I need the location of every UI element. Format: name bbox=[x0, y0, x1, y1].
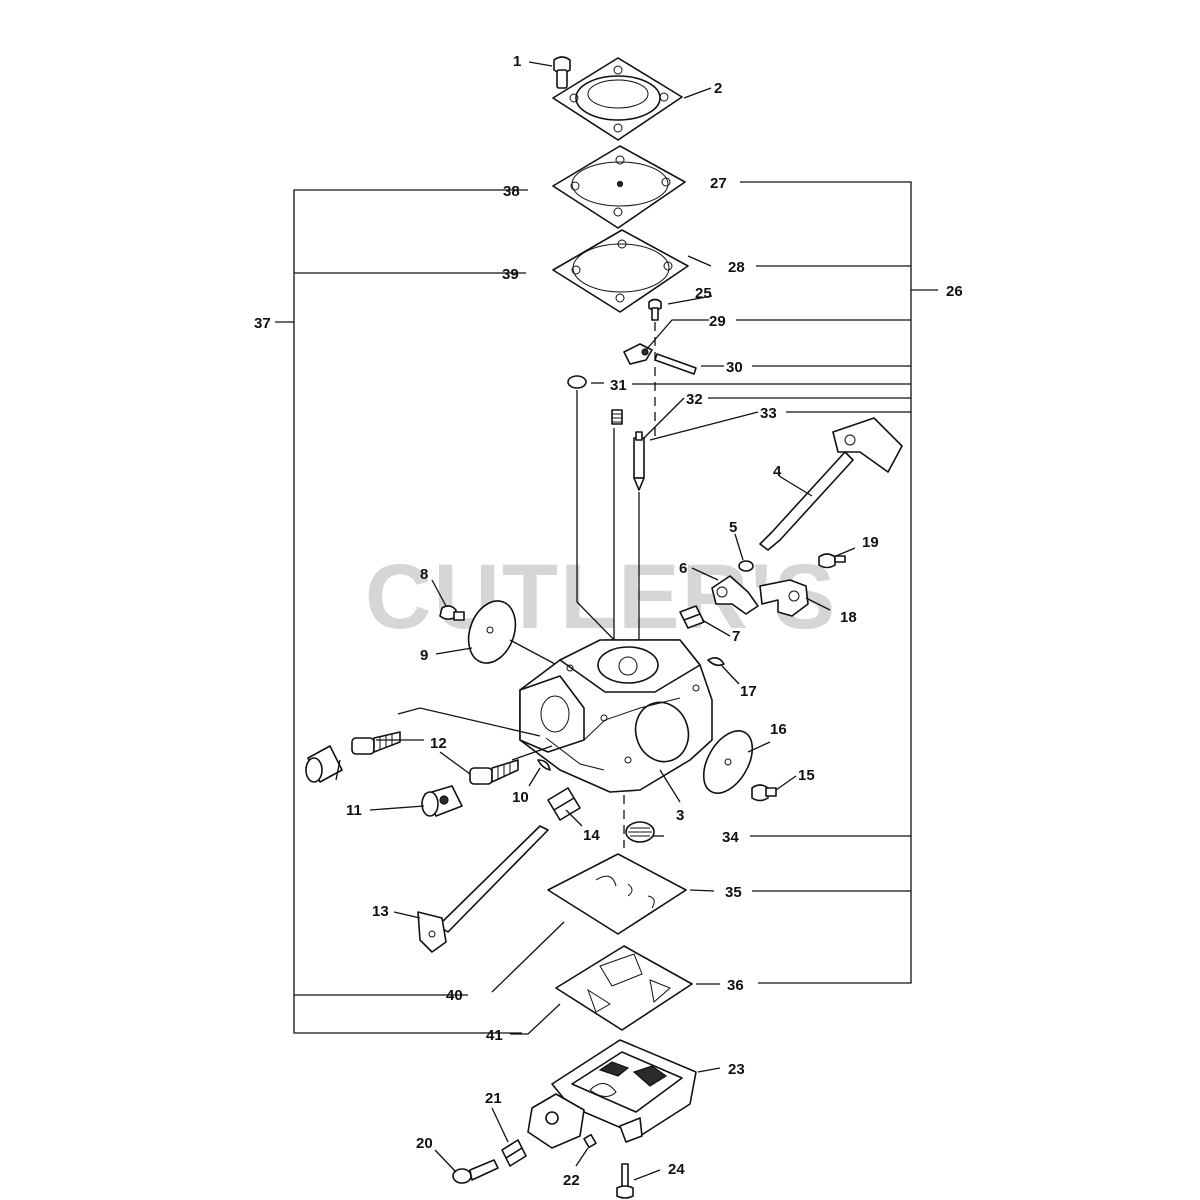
callout-7: 7 bbox=[732, 628, 740, 645]
metering-cover-part-23 bbox=[527, 1039, 697, 1149]
callout-2: 2 bbox=[714, 80, 722, 97]
callout-33: 33 bbox=[760, 405, 777, 422]
throttle-shaft-part-13 bbox=[417, 825, 549, 953]
callout-16: 16 bbox=[770, 721, 787, 738]
lever-pin-part-30 bbox=[654, 353, 697, 375]
choke-shaft-part-4 bbox=[759, 417, 903, 551]
inlet-needle-part-33 bbox=[633, 431, 645, 491]
callout-15: 15 bbox=[798, 767, 815, 784]
screw-part-19 bbox=[818, 553, 846, 569]
callout-34: 34 bbox=[722, 829, 739, 846]
callout-27: 27 bbox=[710, 175, 727, 192]
spring-part-7 bbox=[679, 605, 705, 629]
screw-part-25 bbox=[648, 298, 662, 321]
spring-part-14 bbox=[547, 787, 581, 821]
watermark-text: CUTLER'S bbox=[365, 546, 837, 648]
screw-part-8 bbox=[439, 605, 465, 621]
callout-24: 24 bbox=[668, 1161, 685, 1178]
callout-17: 17 bbox=[740, 683, 757, 700]
callout-29: 29 bbox=[709, 313, 726, 330]
kit-bracket-37 bbox=[275, 189, 528, 1034]
kit-bracket-26 bbox=[632, 181, 938, 984]
callout-32: 32 bbox=[686, 391, 703, 408]
callout-13: 13 bbox=[372, 903, 389, 920]
button-part-31 bbox=[567, 375, 587, 389]
callout-35: 35 bbox=[725, 884, 742, 901]
screw-part-15 bbox=[751, 784, 777, 802]
screw-part-24 bbox=[616, 1163, 634, 1199]
leader-lines bbox=[335, 61, 856, 1181]
clip-part-10 bbox=[537, 759, 551, 771]
pin-part-22 bbox=[583, 1133, 597, 1149]
callout-22: 22 bbox=[563, 1172, 580, 1189]
detent-plate-part-6 bbox=[711, 575, 759, 615]
metering-gasket-part-36 bbox=[555, 945, 693, 1031]
callout-14: 14 bbox=[583, 827, 600, 844]
callout-1: 1 bbox=[513, 53, 521, 70]
callout-39: 39 bbox=[502, 266, 519, 283]
adjusting-screw-part-12 bbox=[351, 731, 519, 785]
retaining-clip-part-17 bbox=[707, 656, 725, 667]
callout-4: 4 bbox=[773, 463, 782, 480]
callout-6: 6 bbox=[679, 560, 687, 577]
callout-8: 8 bbox=[420, 566, 428, 583]
pump-diaphragm-part-27 bbox=[552, 145, 686, 229]
callout-labels: 1 2 3 4 5 6 7 8 9 10 11 12 13 14 15 16 1… bbox=[254, 53, 963, 1189]
callout-37: 37 bbox=[254, 315, 271, 332]
pump-cover-part-2 bbox=[552, 57, 683, 141]
guide-line-12b bbox=[511, 745, 553, 761]
callout-25: 25 bbox=[695, 285, 712, 302]
callout-36: 36 bbox=[727, 977, 744, 994]
carburetor-body-part-3 bbox=[519, 639, 713, 793]
screw-part-20 bbox=[452, 1159, 499, 1184]
limiter-cap-part-11 bbox=[305, 745, 463, 817]
callout-3: 3 bbox=[676, 807, 684, 824]
guide-line-31 bbox=[576, 390, 623, 649]
callout-18: 18 bbox=[840, 609, 857, 626]
throttle-plate-part-9 bbox=[467, 600, 517, 664]
pump-gasket-part-28 bbox=[552, 229, 689, 313]
callout-23: 23 bbox=[728, 1061, 745, 1078]
callout-41: 41 bbox=[486, 1027, 503, 1044]
filter-screen-part-34 bbox=[625, 821, 655, 843]
washer-part-5 bbox=[738, 560, 754, 572]
callout-28: 28 bbox=[728, 259, 745, 276]
choke-plate-part-16 bbox=[702, 730, 754, 794]
spring-part-21 bbox=[501, 1139, 527, 1167]
callout-19: 19 bbox=[862, 534, 879, 551]
callout-38: 38 bbox=[503, 183, 520, 200]
metering-diaphragm-part-35 bbox=[547, 853, 687, 935]
metering-lever-part-29 bbox=[623, 343, 653, 365]
callout-5: 5 bbox=[729, 519, 737, 536]
callout-31: 31 bbox=[610, 377, 627, 394]
lever-part-18 bbox=[759, 579, 809, 617]
screw-part-1 bbox=[553, 56, 571, 89]
guide-line-12a bbox=[397, 707, 541, 737]
callout-26: 26 bbox=[946, 283, 963, 300]
callout-20: 20 bbox=[416, 1135, 433, 1152]
callout-11: 11 bbox=[346, 802, 362, 819]
callout-12: 12 bbox=[430, 735, 447, 752]
callout-10: 10 bbox=[512, 789, 529, 806]
callout-30: 30 bbox=[726, 359, 743, 376]
callout-40: 40 bbox=[446, 987, 463, 1004]
callout-9: 9 bbox=[420, 647, 428, 664]
callout-21: 21 bbox=[485, 1090, 502, 1107]
guide-line-8 bbox=[509, 639, 556, 665]
spring-part-32 bbox=[611, 409, 623, 425]
